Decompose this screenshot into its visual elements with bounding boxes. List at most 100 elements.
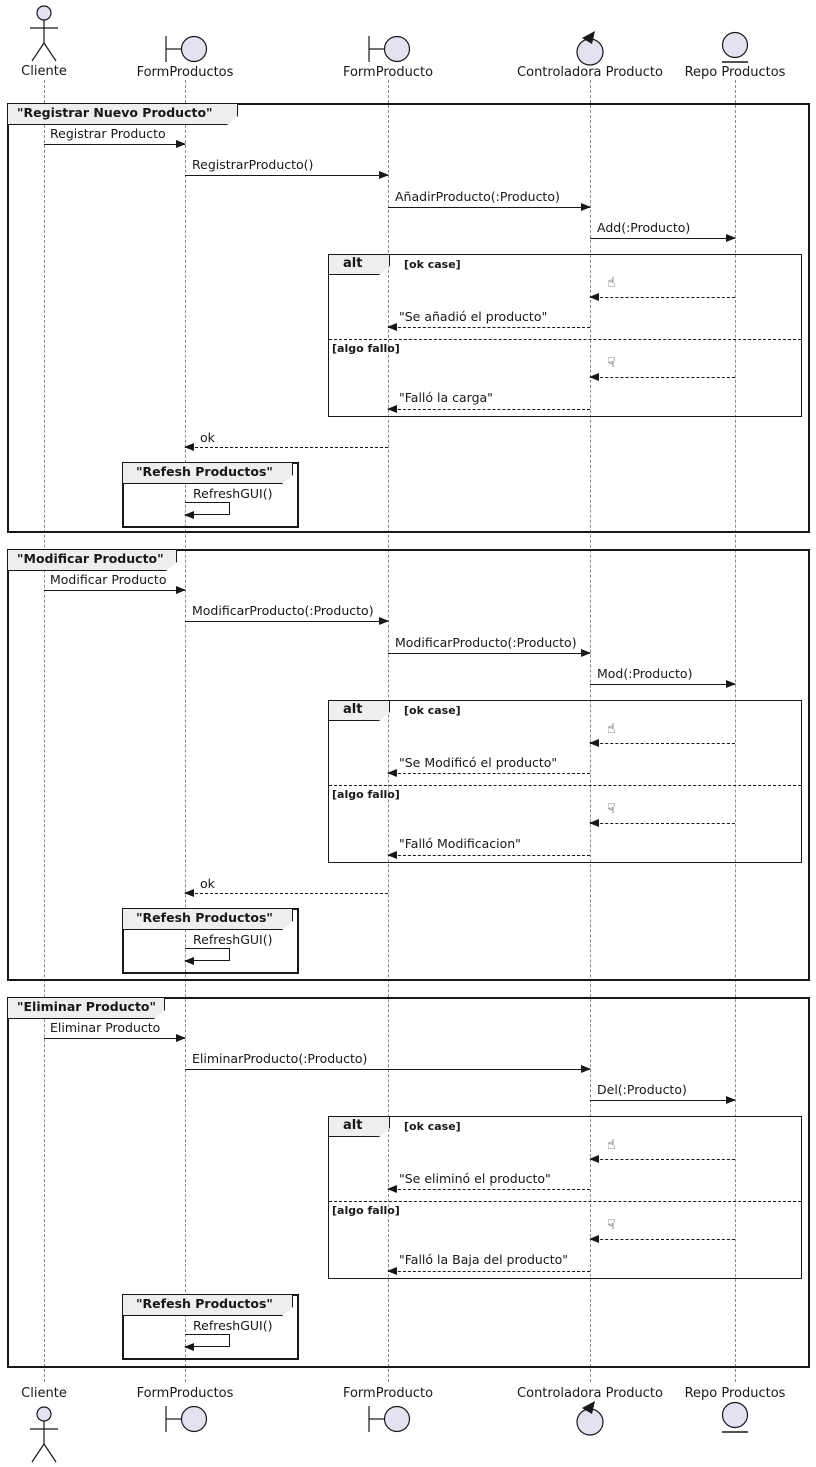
guard-fail-label: [algo fallo] bbox=[332, 1204, 400, 1217]
lifeline-formproductos bbox=[184, 80, 186, 1382]
message-label: EliminarProducto(:Producto) bbox=[192, 1051, 368, 1066]
message-arrow bbox=[44, 586, 186, 594]
arrowhead-right-icon bbox=[726, 1096, 736, 1104]
message-label: Registrar Producto bbox=[50, 126, 166, 141]
message-arrow bbox=[185, 1065, 591, 1073]
alt-fragment bbox=[328, 1116, 802, 1279]
message-label: "Falló la Baja del producto" bbox=[399, 1252, 569, 1267]
message-arrow bbox=[590, 234, 736, 242]
participant-label-formproductos: FormProductos bbox=[136, 1386, 234, 1401]
alt-operator-label: alt bbox=[328, 254, 390, 275]
arrowhead-left-icon bbox=[589, 819, 599, 827]
boundary-icon bbox=[368, 35, 411, 63]
message-label: ModificarProducto(:Producto) bbox=[395, 635, 577, 650]
message-label: Del(:Producto) bbox=[597, 1082, 687, 1097]
ref-frame-refresh-title: "Refesh Productos" bbox=[122, 908, 293, 930]
arrowhead-right-icon bbox=[726, 234, 736, 242]
guard-ok-label: [ok case] bbox=[404, 704, 461, 717]
alt-operator-label: alt bbox=[328, 1116, 390, 1137]
control-icon bbox=[576, 31, 604, 66]
message-label: "Se eliminó el producto" bbox=[399, 1171, 551, 1186]
participant-label-repo: Repo Productos bbox=[684, 65, 786, 80]
return-arrow bbox=[184, 889, 388, 897]
arrowhead-left-icon bbox=[387, 1185, 397, 1193]
group-frame-modificar bbox=[7, 549, 810, 981]
alt-divider bbox=[329, 785, 801, 786]
arrowhead-left-icon bbox=[387, 405, 397, 413]
arrowhead-left-icon bbox=[184, 889, 194, 897]
ref-frame-refresh-title: "Refesh Productos" bbox=[122, 462, 293, 484]
ref-frame-refresh-title: "Refesh Productos" bbox=[122, 1294, 293, 1316]
alt-divider bbox=[329, 1201, 801, 1202]
alt-fragment bbox=[328, 254, 802, 417]
message-label: RefreshGUI() bbox=[193, 486, 273, 501]
entity-icon bbox=[721, 31, 749, 63]
guard-ok-label: [ok case] bbox=[404, 1120, 461, 1133]
message-arrow bbox=[590, 1096, 736, 1104]
message-arrow bbox=[590, 680, 736, 688]
entity-icon bbox=[721, 1401, 749, 1433]
lifeline-formproducto bbox=[387, 80, 389, 1382]
message-label: "Se Modificó el producto" bbox=[399, 755, 558, 770]
thumbs-down-icon: ☟ bbox=[607, 801, 616, 817]
group-frame-registrar-title: "Registrar Nuevo Producto" bbox=[7, 103, 238, 125]
boundary-icon bbox=[165, 35, 208, 63]
arrowhead-left-icon bbox=[387, 323, 397, 331]
participant-label-formproducto: FormProducto bbox=[342, 65, 434, 80]
participant-label-repo: Repo Productos bbox=[684, 1386, 786, 1401]
return-arrow bbox=[387, 323, 590, 331]
return-arrow bbox=[387, 1185, 590, 1193]
message-label: "Falló Modificacion" bbox=[399, 836, 521, 851]
thumbs-up-icon: ☝ bbox=[607, 721, 616, 737]
participant-label-formproducto: FormProducto bbox=[342, 1386, 434, 1401]
guard-ok-label: [ok case] bbox=[404, 258, 461, 271]
arrowhead-right-icon bbox=[379, 171, 389, 179]
arrowhead-right-icon bbox=[176, 586, 186, 594]
return-arrow bbox=[589, 1155, 735, 1163]
message-arrow bbox=[185, 171, 389, 179]
message-label: RegistrarProducto() bbox=[192, 157, 314, 172]
control-icon bbox=[576, 1401, 604, 1436]
self-message-arrow bbox=[184, 1334, 230, 1351]
arrowhead-right-icon bbox=[726, 680, 736, 688]
message-arrow bbox=[185, 617, 389, 625]
self-message-arrow bbox=[184, 502, 230, 519]
group-frame-registrar bbox=[7, 103, 810, 533]
message-label: "Se añadió el producto" bbox=[399, 309, 548, 324]
arrowhead-left-icon bbox=[184, 957, 194, 965]
thumbs-up-icon: ☝ bbox=[607, 275, 616, 291]
group-frame-modificar-title: "Modificar Producto" bbox=[7, 549, 177, 571]
message-label: ModificarProducto(:Producto) bbox=[192, 603, 374, 618]
return-arrow bbox=[184, 443, 388, 451]
participant-label-controladora: Controladora Producto bbox=[517, 1386, 663, 1401]
alt-divider bbox=[329, 339, 801, 340]
message-label: RefreshGUI() bbox=[193, 932, 273, 947]
guard-fail-label: [algo fallo] bbox=[332, 342, 400, 355]
alt-operator-label: alt bbox=[328, 700, 390, 721]
return-arrow bbox=[589, 739, 735, 747]
arrowhead-right-icon bbox=[581, 1065, 591, 1073]
message-label: Eliminar Producto bbox=[50, 1020, 161, 1035]
arrowhead-left-icon bbox=[387, 769, 397, 777]
boundary-icon bbox=[368, 1405, 411, 1433]
message-label: ok bbox=[200, 876, 215, 891]
return-arrow bbox=[589, 293, 735, 301]
arrowhead-right-icon bbox=[581, 649, 591, 657]
group-frame-eliminar bbox=[7, 997, 810, 1368]
arrowhead-right-icon bbox=[176, 1034, 186, 1042]
arrowhead-left-icon bbox=[589, 373, 599, 381]
arrowhead-right-icon bbox=[581, 203, 591, 211]
message-arrow bbox=[44, 1034, 186, 1042]
arrowhead-left-icon bbox=[387, 1267, 397, 1275]
message-arrow bbox=[44, 140, 186, 148]
actor-icon bbox=[30, 5, 58, 62]
message-label: ok bbox=[200, 430, 215, 445]
arrowhead-left-icon bbox=[184, 511, 194, 519]
arrowhead-left-icon bbox=[387, 851, 397, 859]
lifeline-repo bbox=[734, 80, 736, 1382]
return-arrow bbox=[387, 1267, 590, 1275]
self-message-arrow bbox=[184, 948, 230, 965]
thumbs-down-icon: ☟ bbox=[607, 1217, 616, 1233]
arrowhead-right-icon bbox=[379, 617, 389, 625]
